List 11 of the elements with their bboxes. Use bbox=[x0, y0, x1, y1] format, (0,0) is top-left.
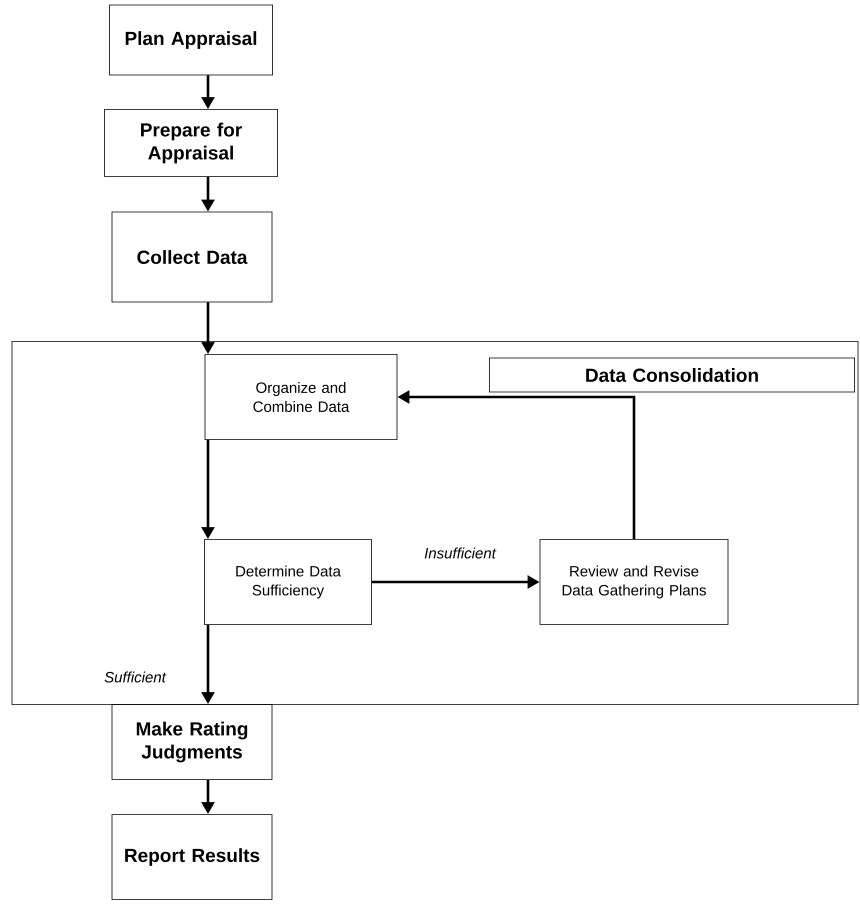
process-box: Review and Revise Data Gathering Plans bbox=[540, 539, 728, 625]
group-title-box: Data Consolidation bbox=[489, 358, 855, 392]
edge-label: Insufficient bbox=[423, 546, 497, 560]
process-box: Report Results bbox=[112, 814, 272, 900]
process-box: Plan Appraisal bbox=[109, 4, 273, 76]
process-box: Collect Data bbox=[112, 212, 272, 302]
process-box: Make Rating Judgments bbox=[112, 704, 272, 780]
process-box: Determine Data Sufficiency bbox=[204, 539, 372, 625]
process-box: Organize and Combine Data bbox=[204, 354, 398, 440]
edge-label: Sufficient bbox=[103, 670, 167, 684]
process-box: Prepare for Appraisal bbox=[104, 109, 278, 177]
